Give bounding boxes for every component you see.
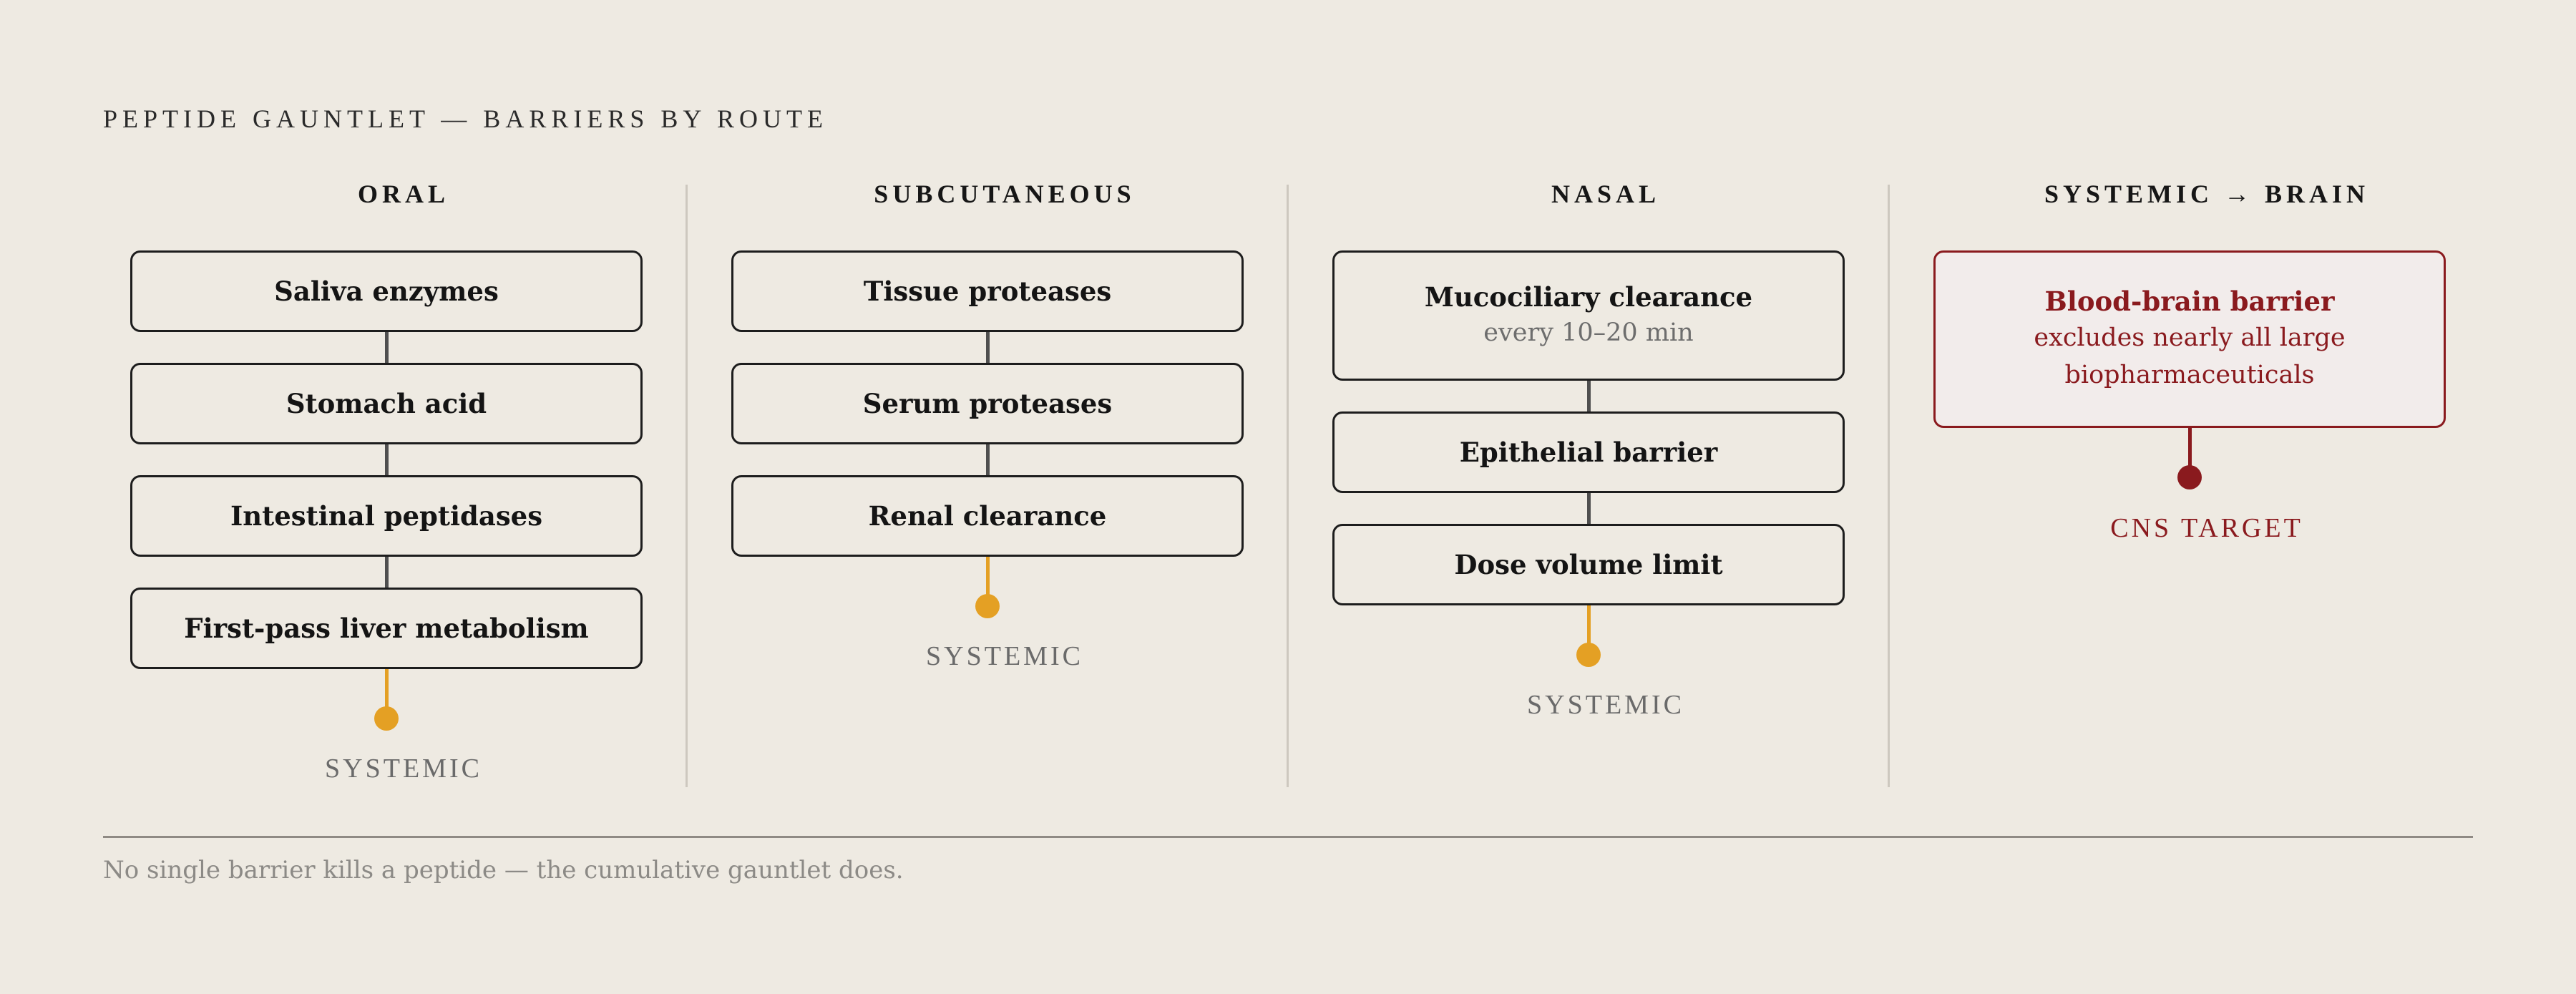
column-heading: ORAL [357, 180, 449, 208]
barrier-title: Saliva enzymes [274, 275, 499, 307]
column-divider [1888, 185, 1890, 787]
barrier-box: Dose volume limit [1332, 524, 1845, 605]
outcome-dot [1576, 643, 1601, 667]
barrier-detail: excludes nearly all large [2034, 323, 2346, 352]
barrier-box: Stomach acid [130, 363, 643, 444]
blood-brain-barrier-box: Blood-brain barrier excludes nearly all … [1933, 250, 2446, 428]
outcome-connector [385, 669, 389, 719]
connector-line [986, 444, 990, 475]
barrier-box: First-pass liver metabolism [130, 588, 643, 669]
barrier-title: Blood-brain barrier [2044, 286, 2335, 318]
outcome-connector [986, 557, 990, 607]
barrier-box: Mucociliary clearance every 10–20 min [1332, 250, 1845, 381]
outcome-label: SYSTEMIC [325, 754, 482, 784]
column-heading: NASAL [1551, 180, 1661, 208]
barrier-title: First-pass liver metabolism [184, 612, 589, 644]
connector-line [385, 557, 389, 588]
outcome-dot [374, 706, 399, 731]
barrier-title: Mucociliary clearance [1424, 281, 1753, 313]
column-divider [1287, 185, 1289, 787]
barrier-box: Tissue proteases [731, 250, 1244, 332]
barrier-title: Tissue proteases [863, 275, 1112, 307]
column-heading: SUBCUTANEOUS [874, 180, 1136, 208]
column-heading: SYSTEMIC → BRAIN [2044, 180, 2370, 208]
connector-line [385, 444, 389, 475]
barrier-box: Saliva enzymes [130, 250, 643, 332]
barrier-detail: biopharmaceuticals [2064, 361, 2315, 390]
barrier-title: Dose volume limit [1454, 548, 1723, 580]
column-divider [686, 185, 688, 787]
barrier-box: Epithelial barrier [1332, 411, 1845, 493]
barrier-title: Serum proteases [862, 387, 1113, 419]
outcome-label: SYSTEMIC [1527, 690, 1684, 720]
connector-line [1587, 381, 1591, 411]
barrier-title: Epithelial barrier [1459, 436, 1718, 468]
outcome-dot [2177, 465, 2202, 489]
connector-line [385, 332, 389, 363]
barrier-title: Intestinal peptidases [230, 500, 543, 532]
outcome-dot [975, 594, 1000, 618]
barrier-box: Serum proteases [731, 363, 1244, 444]
barrier-title: Renal clearance [868, 500, 1107, 532]
footer-divider [103, 836, 2473, 838]
outcome-connector [1587, 605, 1591, 656]
connector-line [1587, 493, 1591, 524]
footer-note: No single barrier kills a peptide — the … [103, 856, 904, 885]
barrier-box: Renal clearance [731, 475, 1244, 557]
outcome-label: SYSTEMIC [926, 641, 1083, 671]
kicker-title: PEPTIDE GAUNTLET — BARRIERS BY ROUTE [103, 104, 829, 133]
outcome-connector [2188, 428, 2192, 478]
barrier-title: Stomach acid [286, 387, 487, 419]
connector-line [986, 332, 990, 363]
outcome-label: CNS TARGET [2110, 513, 2303, 543]
barrier-detail: every 10–20 min [1483, 318, 1694, 347]
barrier-box: Intestinal peptidases [130, 475, 643, 557]
